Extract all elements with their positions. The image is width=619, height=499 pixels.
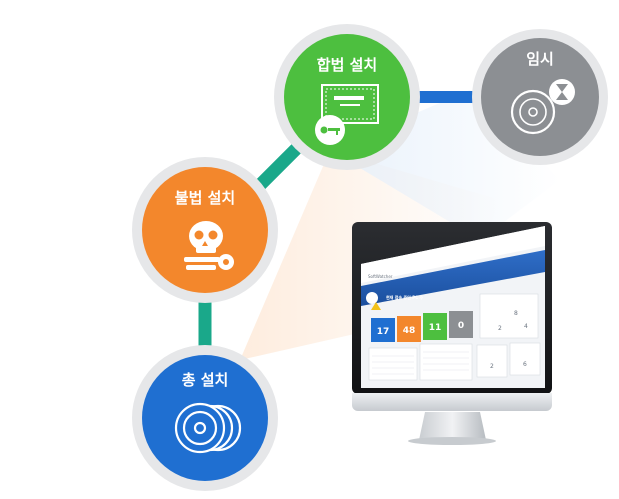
- node-legal-label: 합법 설치: [317, 56, 377, 74]
- screen-banner: 현재 접속 중인 PC 수: [386, 294, 424, 300]
- side-value: 2: [498, 325, 502, 332]
- monitor-illustration: SoftWatcher 현재 접속 중인 PC 수 17 48 11: [352, 222, 552, 445]
- monitor-stand: [419, 412, 486, 440]
- kpi-tile: 11: [423, 313, 447, 340]
- kpi-value: 48: [403, 326, 416, 336]
- screen-brand: SoftWatcher: [368, 274, 393, 279]
- kpi-value: 11: [429, 323, 442, 333]
- node-illegal-install[interactable]: 불법 설치: [132, 157, 278, 303]
- certificate-key-icon: [315, 84, 379, 145]
- side-value: 8: [514, 310, 518, 317]
- disc-stack-icon: [174, 402, 242, 454]
- side-value: 4: [524, 323, 528, 330]
- kpi-value: 17: [377, 327, 390, 337]
- kpi-value: 0: [458, 321, 464, 331]
- node-total-label: 총 설치: [182, 371, 229, 389]
- side-value: 6: [523, 361, 527, 368]
- node-temp[interactable]: 임시: [472, 29, 608, 165]
- kpi-tile: 0: [449, 311, 473, 338]
- skull-key-icon: [184, 221, 234, 270]
- monitor-screen: SoftWatcher 현재 접속 중인 PC 수 17 48 11: [361, 226, 545, 388]
- kpi-tile: 48: [397, 316, 421, 342]
- warning-icon: [366, 292, 381, 310]
- side-value: 2: [490, 363, 494, 370]
- node-temp-label: 임시: [526, 50, 554, 68]
- kpi-tile: 17: [371, 318, 395, 342]
- node-legal-install[interactable]: 합법 설치: [274, 24, 420, 170]
- node-illegal-label: 불법 설치: [175, 189, 235, 207]
- node-total-install[interactable]: 총 설치: [132, 345, 278, 491]
- disc-hourglass-icon: [510, 79, 575, 135]
- monitor-chin: [352, 393, 552, 411]
